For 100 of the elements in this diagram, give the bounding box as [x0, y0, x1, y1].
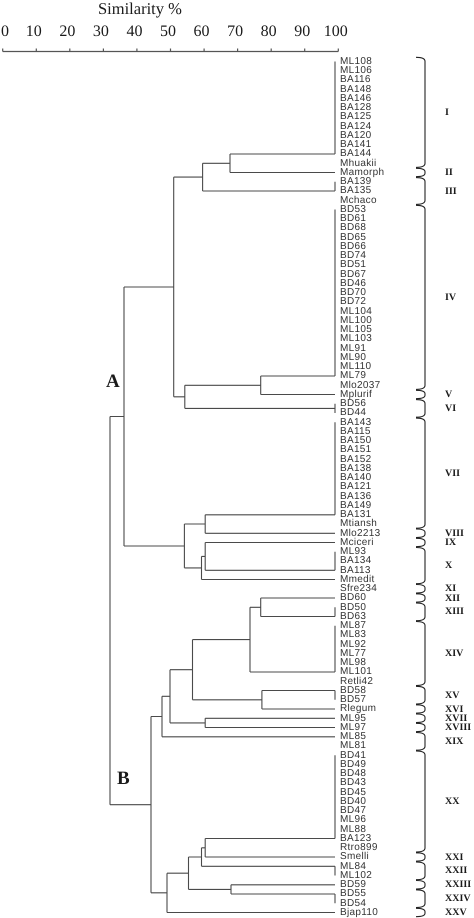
clade-label: A: [106, 372, 120, 392]
leaf-label: BD47: [340, 806, 366, 816]
leaf-label: BD56: [340, 399, 366, 408]
leaf-label: ML87: [340, 621, 366, 630]
leaf-label: Mlo2213: [340, 528, 380, 538]
leaf-label: BA135: [340, 186, 372, 196]
cluster-label: XXIV: [445, 894, 471, 904]
leaf-label: BD68: [340, 223, 366, 233]
leaf-label: BD49: [340, 760, 366, 770]
leaf-label: BD63: [340, 612, 366, 622]
leaf-label: BD45: [340, 788, 366, 797]
leaf-label: BA131: [340, 510, 372, 520]
axis-title: Similarity %: [98, 0, 182, 17]
cluster-label: XII: [445, 594, 460, 602]
leaf-label: BD50: [340, 602, 366, 612]
cluster-label: V: [445, 390, 452, 399]
leaf-label: Mtiansh: [340, 519, 378, 529]
leaf-label: BA141: [340, 140, 372, 150]
cluster-label: III: [445, 186, 457, 196]
cluster-label: XIII: [445, 607, 464, 616]
leaf-label: BA143: [340, 418, 372, 427]
cluster-label: XV: [445, 690, 460, 700]
leaf-label: BD53: [340, 204, 366, 214]
leaf-label: BD57: [340, 695, 366, 704]
leaf-label: BD43: [340, 778, 366, 788]
leaf-label: ML110: [340, 362, 372, 372]
leaf-label: ML100: [340, 316, 372, 326]
leaf-label: BA115: [340, 426, 371, 436]
leaf-label: ML83: [340, 630, 366, 640]
cluster-label: IX: [445, 538, 456, 547]
axis-tick-label: 10: [26, 23, 42, 40]
leaf-label: BD59: [340, 880, 366, 890]
leaf-label: Mhuakii: [340, 158, 377, 168]
leaf-label: BA146: [340, 94, 372, 104]
axis-tick-label: 30: [92, 23, 109, 40]
leaf-label: ML90: [340, 352, 366, 362]
leaf-label: BA128: [340, 103, 372, 112]
leaf-label: BA134: [340, 556, 372, 566]
leaf-label: BA136: [340, 492, 372, 501]
leaf-label: ML106: [340, 66, 372, 76]
axis-tick-label: 90: [294, 23, 310, 40]
leaf-label: ML104: [340, 306, 372, 316]
cluster-label: XVII: [445, 714, 468, 723]
leaf-label: BA144: [340, 149, 372, 159]
leaf-label: Smelli: [340, 852, 370, 862]
leaf-label: BA149: [340, 500, 372, 510]
leaf-label: ML85: [340, 732, 366, 742]
axis-tick-label: 100: [324, 23, 348, 40]
leaf-label: BA138: [340, 464, 372, 474]
cluster-label: II: [445, 168, 453, 177]
leaf-label: ML79: [340, 371, 366, 381]
leaf-label: BD40: [340, 796, 366, 806]
axis-tick-label: 40: [126, 23, 142, 40]
leaf-label: ML96: [340, 815, 366, 825]
cluster-label: I: [445, 108, 449, 117]
leaf-label: BA124: [340, 122, 372, 131]
leaf-label: BD61: [340, 214, 366, 224]
axis-tick-label: 80: [260, 23, 277, 40]
cluster-label: XIV: [445, 649, 464, 658]
leaf-label: BD72: [340, 297, 366, 307]
cluster-label: XI: [445, 584, 456, 594]
leaf-label: BA152: [340, 454, 372, 464]
leaf-label: BA150: [340, 436, 372, 446]
leaf-label: BD46: [340, 278, 366, 288]
cluster-label: XIX: [445, 736, 464, 746]
leaf-label: Mchaco: [340, 196, 377, 205]
cluster-label: XVIII: [445, 723, 472, 732]
leaf-label: Retli42: [340, 676, 374, 686]
leaf-label: BD44: [340, 408, 366, 418]
leaf-label: ML97: [340, 722, 366, 732]
leaf-label: BD60: [340, 593, 366, 603]
leaf-label: BD66: [340, 242, 366, 252]
leaf-label: Mlo2037: [340, 380, 380, 390]
leaf-label: ML103: [340, 334, 372, 344]
cluster-label: XXII: [445, 866, 468, 876]
leaf-label: Sfre234: [340, 584, 378, 594]
leaf-label: BA120: [340, 130, 372, 140]
leaf-label: BA148: [340, 84, 372, 94]
clade-label: B: [117, 769, 130, 789]
cluster-label: VI: [445, 404, 456, 413]
leaf-label: BA151: [340, 445, 372, 455]
leaf-label: BD51: [340, 260, 366, 270]
leaf-label: BD65: [340, 232, 366, 242]
leaf-label: ML105: [340, 325, 372, 334]
leaf-label: Mmedit: [340, 574, 375, 584]
axis-tick-label: 70: [227, 23, 244, 40]
leaf-label: BD54: [340, 898, 366, 908]
leaf-label: Rlegum: [340, 704, 376, 714]
leaf-label: ML91: [340, 344, 366, 353]
leaf-label: BD67: [340, 270, 366, 279]
leaf-label: BD48: [340, 769, 366, 778]
axis-tick-label: 60: [194, 23, 210, 40]
cluster-label: XXI: [445, 852, 464, 862]
cluster-label: VII: [445, 468, 460, 478]
leaf-label: BA139: [340, 177, 372, 186]
cluster-label: XXIII: [445, 880, 472, 890]
cluster-label: XVI: [445, 704, 464, 714]
cluster-label: XXV: [445, 908, 467, 917]
cluster-label: X: [445, 561, 452, 570]
leaf-label: BD55: [340, 889, 366, 899]
